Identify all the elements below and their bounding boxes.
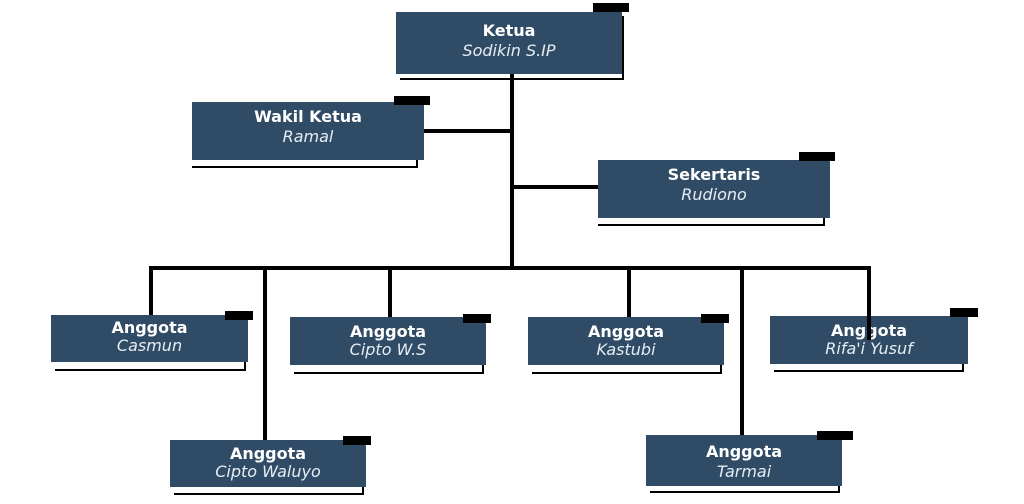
- person-name: Ramal: [282, 127, 334, 146]
- node-tab: [950, 308, 978, 317]
- person-name: Kastubi: [596, 340, 656, 359]
- node-box: Ketua Sodikin S.IP: [396, 12, 622, 74]
- connector-horizontal-bar: [149, 266, 871, 270]
- role-label: Anggota: [111, 318, 188, 337]
- node-tab: [343, 436, 371, 445]
- node-box: Wakil Ketua Ramal: [192, 102, 424, 160]
- person-name: Cipto Waluyo: [215, 462, 321, 481]
- role-label: Anggota: [587, 322, 665, 341]
- person-name: Cipto W.S: [349, 340, 427, 359]
- node-box: Anggota Cipto W.S: [290, 317, 486, 365]
- connector-sekretaris: [512, 185, 598, 189]
- role-label: Anggota: [705, 442, 783, 461]
- node-tab: [593, 3, 629, 12]
- connector-wakil: [424, 129, 512, 133]
- connector-drop-rifai: [867, 266, 871, 340]
- node-shadow: [400, 16, 624, 80]
- node-tab: [817, 431, 853, 440]
- node-tab: [394, 96, 430, 105]
- node-tab: [701, 314, 729, 323]
- connector-drop-kastubi: [627, 266, 631, 318]
- person-name: Rifa'i Yusuf: [825, 339, 913, 358]
- role-label: Wakil Ketua: [254, 107, 362, 126]
- role-label: Ketua: [482, 21, 536, 40]
- connector-drop-tarmai: [740, 266, 744, 436]
- connector-drop-cipto-waluyo: [263, 266, 267, 442]
- person-name: Tarmai: [716, 462, 772, 481]
- role-label: Anggota: [229, 444, 307, 463]
- connector-drop-cipto-ws: [388, 266, 392, 318]
- role-label: Anggota: [349, 322, 427, 341]
- person-name: Rudiono: [681, 185, 747, 204]
- node-box: Anggota Casmun: [51, 315, 248, 362]
- connector-trunk: [510, 74, 514, 270]
- node-box: Anggota Tarmai: [646, 435, 842, 486]
- role-label: Sekertaris: [667, 165, 761, 184]
- node-box: Sekertaris Rudiono: [598, 160, 830, 218]
- connector-drop-casmun: [149, 266, 153, 316]
- node-box: Anggota Kastubi: [528, 317, 724, 365]
- node-tab: [463, 314, 491, 323]
- node-box: Anggota Cipto Waluyo: [170, 440, 366, 487]
- person-name: Casmun: [116, 336, 183, 355]
- person-name: Sodikin S.IP: [462, 41, 556, 60]
- node-tab: [225, 311, 253, 320]
- node-tab: [799, 152, 835, 161]
